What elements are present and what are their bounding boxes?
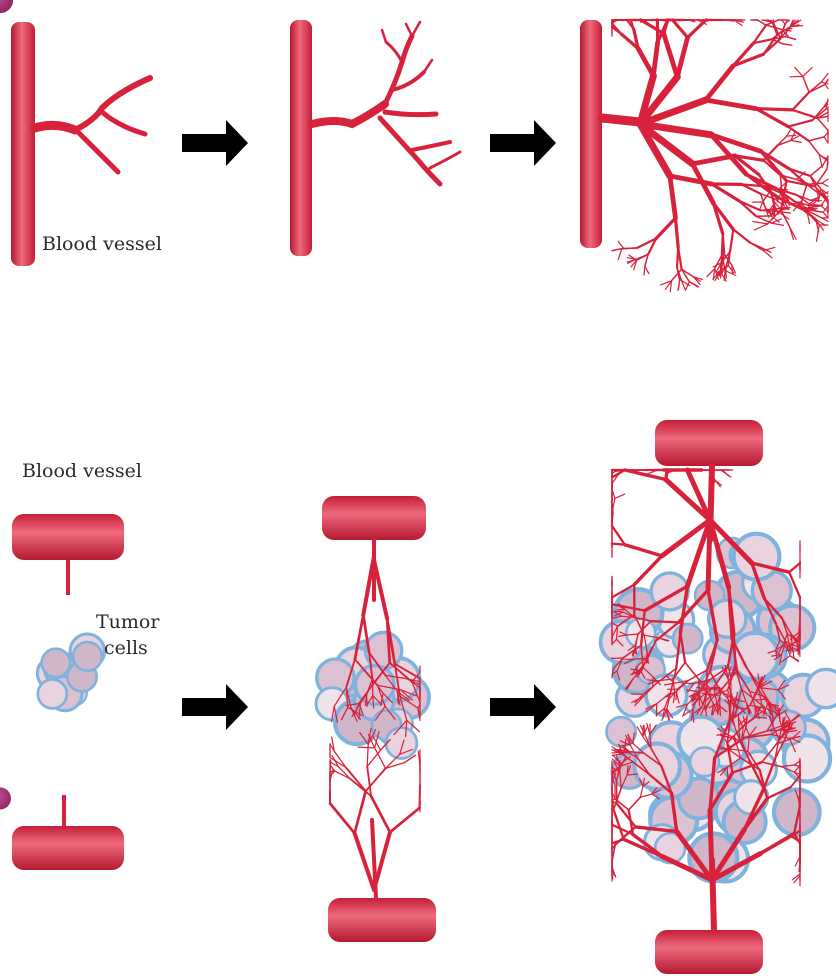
capillary-network [602, 20, 828, 292]
blood-vessel-icon [290, 20, 312, 256]
arrow-right-icon [182, 684, 248, 730]
vessel-stage-3 [580, 20, 828, 292]
arrow-right-icon [490, 684, 556, 730]
tumor-cell-icon [774, 789, 820, 835]
tumor-cell-icon [807, 669, 836, 707]
blood-vessel-icon [11, 22, 35, 266]
tumor-cell-icon [38, 679, 67, 708]
blood-vessel-label-top: Blood vessel [42, 233, 162, 255]
blood-vessel-icon [580, 20, 602, 248]
sprout-branches [312, 22, 460, 184]
blood-vessel-icon [328, 898, 436, 942]
blood-vessel-icon [655, 930, 763, 974]
blood-vessel-label-bottom: Blood vessel [22, 460, 142, 482]
arrow-right-icon [182, 120, 248, 166]
tumor-cell-icon [607, 717, 636, 746]
top-row: Blood vessel [11, 20, 828, 292]
tumor-cells-label-line1: Tumor [96, 611, 160, 633]
arrow-right-icon [490, 120, 556, 166]
tumor-cell-icon [42, 649, 70, 677]
sprout-branches [35, 78, 150, 172]
tumor-cell-icon [73, 642, 102, 671]
blood-vessel-icon [322, 496, 426, 540]
blood-vessel-icon [12, 514, 124, 560]
vessel-stage-1: Blood vessel [11, 22, 162, 266]
tumor-cells-label-line2: cells [104, 637, 148, 659]
blood-vessel-icon [12, 826, 124, 870]
vessel-stage-2 [290, 20, 460, 256]
blood-vessel-icon [655, 420, 763, 466]
